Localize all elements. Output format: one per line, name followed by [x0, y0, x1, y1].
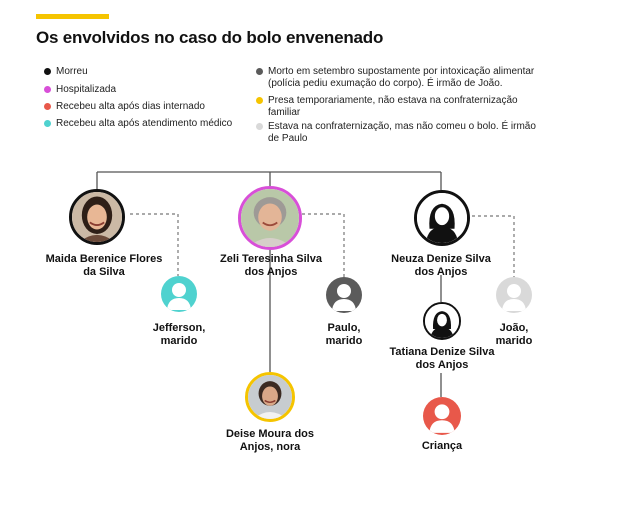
legend-dot-hospitalized	[44, 86, 51, 93]
legend-hospitalized: Hospitalizada	[44, 84, 226, 96]
legend-died-september: Morto em setembro supostamente por intox…	[256, 66, 550, 90]
person-silhouette-icon	[425, 304, 459, 338]
name-maida: Maida Berenice Flores da Silva	[45, 253, 163, 278]
person-silhouette-icon	[502, 284, 526, 311]
legend-dot-discharged-days	[44, 103, 51, 110]
line-maida-jefferson	[130, 213, 179, 276]
legend-label: Recebeu alta após atendimento médico	[56, 118, 233, 129]
legend-dot-not-eaten	[256, 123, 263, 130]
photo-woman-icon	[241, 189, 299, 247]
legend-discharged-care: Recebeu alta após atendimento médico	[44, 118, 246, 130]
line-zeli-paulo	[302, 213, 345, 277]
photo-woman-icon	[72, 192, 122, 242]
legend-label: Morreu	[56, 66, 88, 77]
legend-label: Presa temporariamente, não estava na con…	[268, 95, 518, 118]
legend-dot-detained	[256, 97, 263, 104]
legend-label: Hospitalizada	[56, 84, 117, 95]
legend-dot-died	[44, 68, 51, 75]
legend-label: Estava na confraternização, mas não come…	[268, 121, 536, 144]
person-silhouette-icon	[417, 193, 467, 243]
name-deise: Deise Moura dos Anjos, nora	[225, 428, 315, 453]
name-neuza: Neuza Denize Silva dos Anjos	[391, 253, 491, 278]
avatar-joao	[496, 277, 532, 313]
name-tatiana: Tatiana Denize Silva dos Anjos	[389, 346, 495, 371]
name-joao: João, marido	[495, 322, 533, 347]
avatar-neuza	[414, 190, 470, 246]
name-crianca: Criança	[421, 440, 463, 452]
photo-woman-icon	[248, 375, 292, 419]
person-silhouette-icon	[167, 283, 191, 310]
name-jefferson: Jefferson, marido	[152, 322, 206, 347]
avatar-paulo	[326, 277, 362, 313]
avatar-zeli	[238, 186, 302, 250]
legend-died: Morreu	[44, 66, 226, 78]
legend-detained: Presa temporariamente, não estava na con…	[256, 95, 528, 119]
legend-not-eaten: Estava na confraternização, mas não come…	[256, 121, 543, 145]
page-title: Os envolvidos no caso do bolo envenenado	[36, 28, 384, 47]
line-neuza-joao	[472, 215, 515, 277]
avatar-deise	[245, 372, 295, 422]
legend-label: Recebeu alta após dias internado	[56, 101, 205, 112]
person-silhouette-icon	[332, 284, 356, 311]
avatar-crianca	[423, 397, 461, 435]
avatar-jefferson	[161, 276, 197, 312]
legend-dot-died-september	[256, 68, 263, 75]
legend-label: Morto em setembro supostamente por intox…	[268, 66, 535, 89]
avatar-tatiana	[423, 302, 461, 340]
accent-bar	[36, 14, 109, 19]
avatar-maida	[69, 189, 125, 245]
name-paulo: Paulo, marido	[325, 322, 363, 347]
person-silhouette-icon	[429, 404, 455, 433]
legend-discharged-days: Recebeu alta após dias internado	[44, 101, 236, 113]
legend-dot-discharged-care	[44, 120, 51, 127]
name-zeli: Zeli Teresinha Silva dos Anjos	[220, 253, 322, 278]
